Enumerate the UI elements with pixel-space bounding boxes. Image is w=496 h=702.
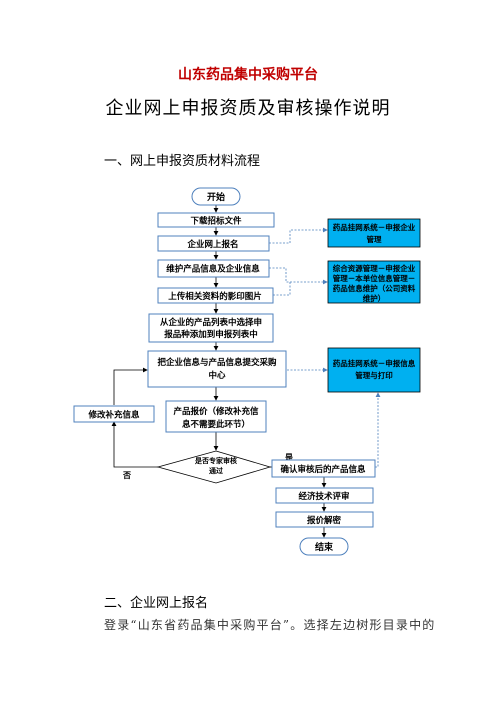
note-maintain-label-2: 管理－本单位信息管理－ — [333, 273, 416, 283]
note-print — [327, 347, 421, 393]
step-submit-label-2: 中心 — [208, 370, 226, 381]
no-label: 否 — [122, 471, 131, 480]
section-heading-1: 一、网上申报资质材料流程 — [104, 154, 261, 169]
note-signup — [327, 218, 421, 248]
note-connector — [375, 392, 381, 468]
decision-label-1: 是否专家审核 — [194, 456, 237, 465]
step-revise-label: 修改补充信息 — [87, 410, 140, 421]
body-paragraph: 登录“山东省药品集中采购平台”。选择左边树形目录中的 — [104, 618, 436, 632]
step-confirm-label: 确认审核后的产品信息 — [280, 464, 366, 475]
connector-revise — [113, 367, 148, 405]
step-select-label-2: 报品种添加到申报列表中 — [164, 329, 258, 340]
step-signup-label: 企业网上报名 — [186, 239, 238, 250]
yes-label: 是 — [284, 452, 293, 462]
note-print-label-1: 药品挂网系统－申报信息 — [333, 358, 416, 368]
section-heading-2: 二、企业网上报名 — [104, 596, 209, 611]
step-submit — [147, 350, 287, 388]
step-signup — [157, 235, 270, 252]
step-price-label: 报价解密 — [307, 515, 342, 526]
note-print-label-2: 管理与打印 — [355, 370, 393, 380]
note-maintain — [327, 260, 421, 304]
step-download — [157, 212, 275, 228]
step-upload-label: 上传相关资料的影印图片 — [168, 291, 262, 302]
note-connector — [269, 267, 328, 285]
step-upload — [157, 287, 274, 304]
step-tech — [275, 487, 374, 504]
note-connector — [273, 282, 291, 296]
step-revise — [73, 405, 155, 423]
step-maintain — [157, 259, 270, 278]
note-maintain-label-4: 维护） — [363, 293, 386, 303]
decision-node — [156, 450, 272, 484]
decision-label-2: 通过 — [209, 466, 223, 475]
end-label: 结束 — [315, 541, 334, 553]
note-connector — [269, 227, 328, 244]
note-maintain-label-1: 综合资源管理－申报企业 — [333, 263, 416, 273]
step-maintain-label: 维护产品信息及企业信息 — [166, 264, 260, 275]
document-title: 山东药品集中采购平台 — [178, 67, 318, 83]
step-select-label-1: 从企业的产品列表中选择申 — [160, 317, 262, 328]
step-tech-label: 经济技术评审 — [298, 491, 349, 502]
step-quote-label-1: 产品报价（修改补充信 — [173, 406, 259, 417]
end-node — [299, 537, 349, 556]
step-quote-label-2: 息不需要此环节） — [182, 419, 250, 430]
step-submit-label-1: 把企业信息与产品信息提交采购 — [157, 357, 277, 368]
step-price — [275, 511, 374, 528]
step-download-label: 下载招标文件 — [190, 216, 242, 227]
step-quote — [165, 400, 267, 433]
connector-no — [111, 421, 158, 468]
note-signup-label-1: 药品挂网系统－申报企业 — [333, 222, 416, 232]
note-signup-label-2: 管理 — [367, 234, 382, 244]
start-node — [191, 187, 241, 206]
start-label: 开始 — [207, 191, 225, 203]
note-maintain-label-3: 药品信息维护（公司资料 — [333, 283, 416, 293]
document-subtitle: 企业网上申报资质及审核操作说明 — [105, 98, 391, 119]
step-select — [148, 313, 274, 343]
step-confirm — [271, 459, 376, 478]
